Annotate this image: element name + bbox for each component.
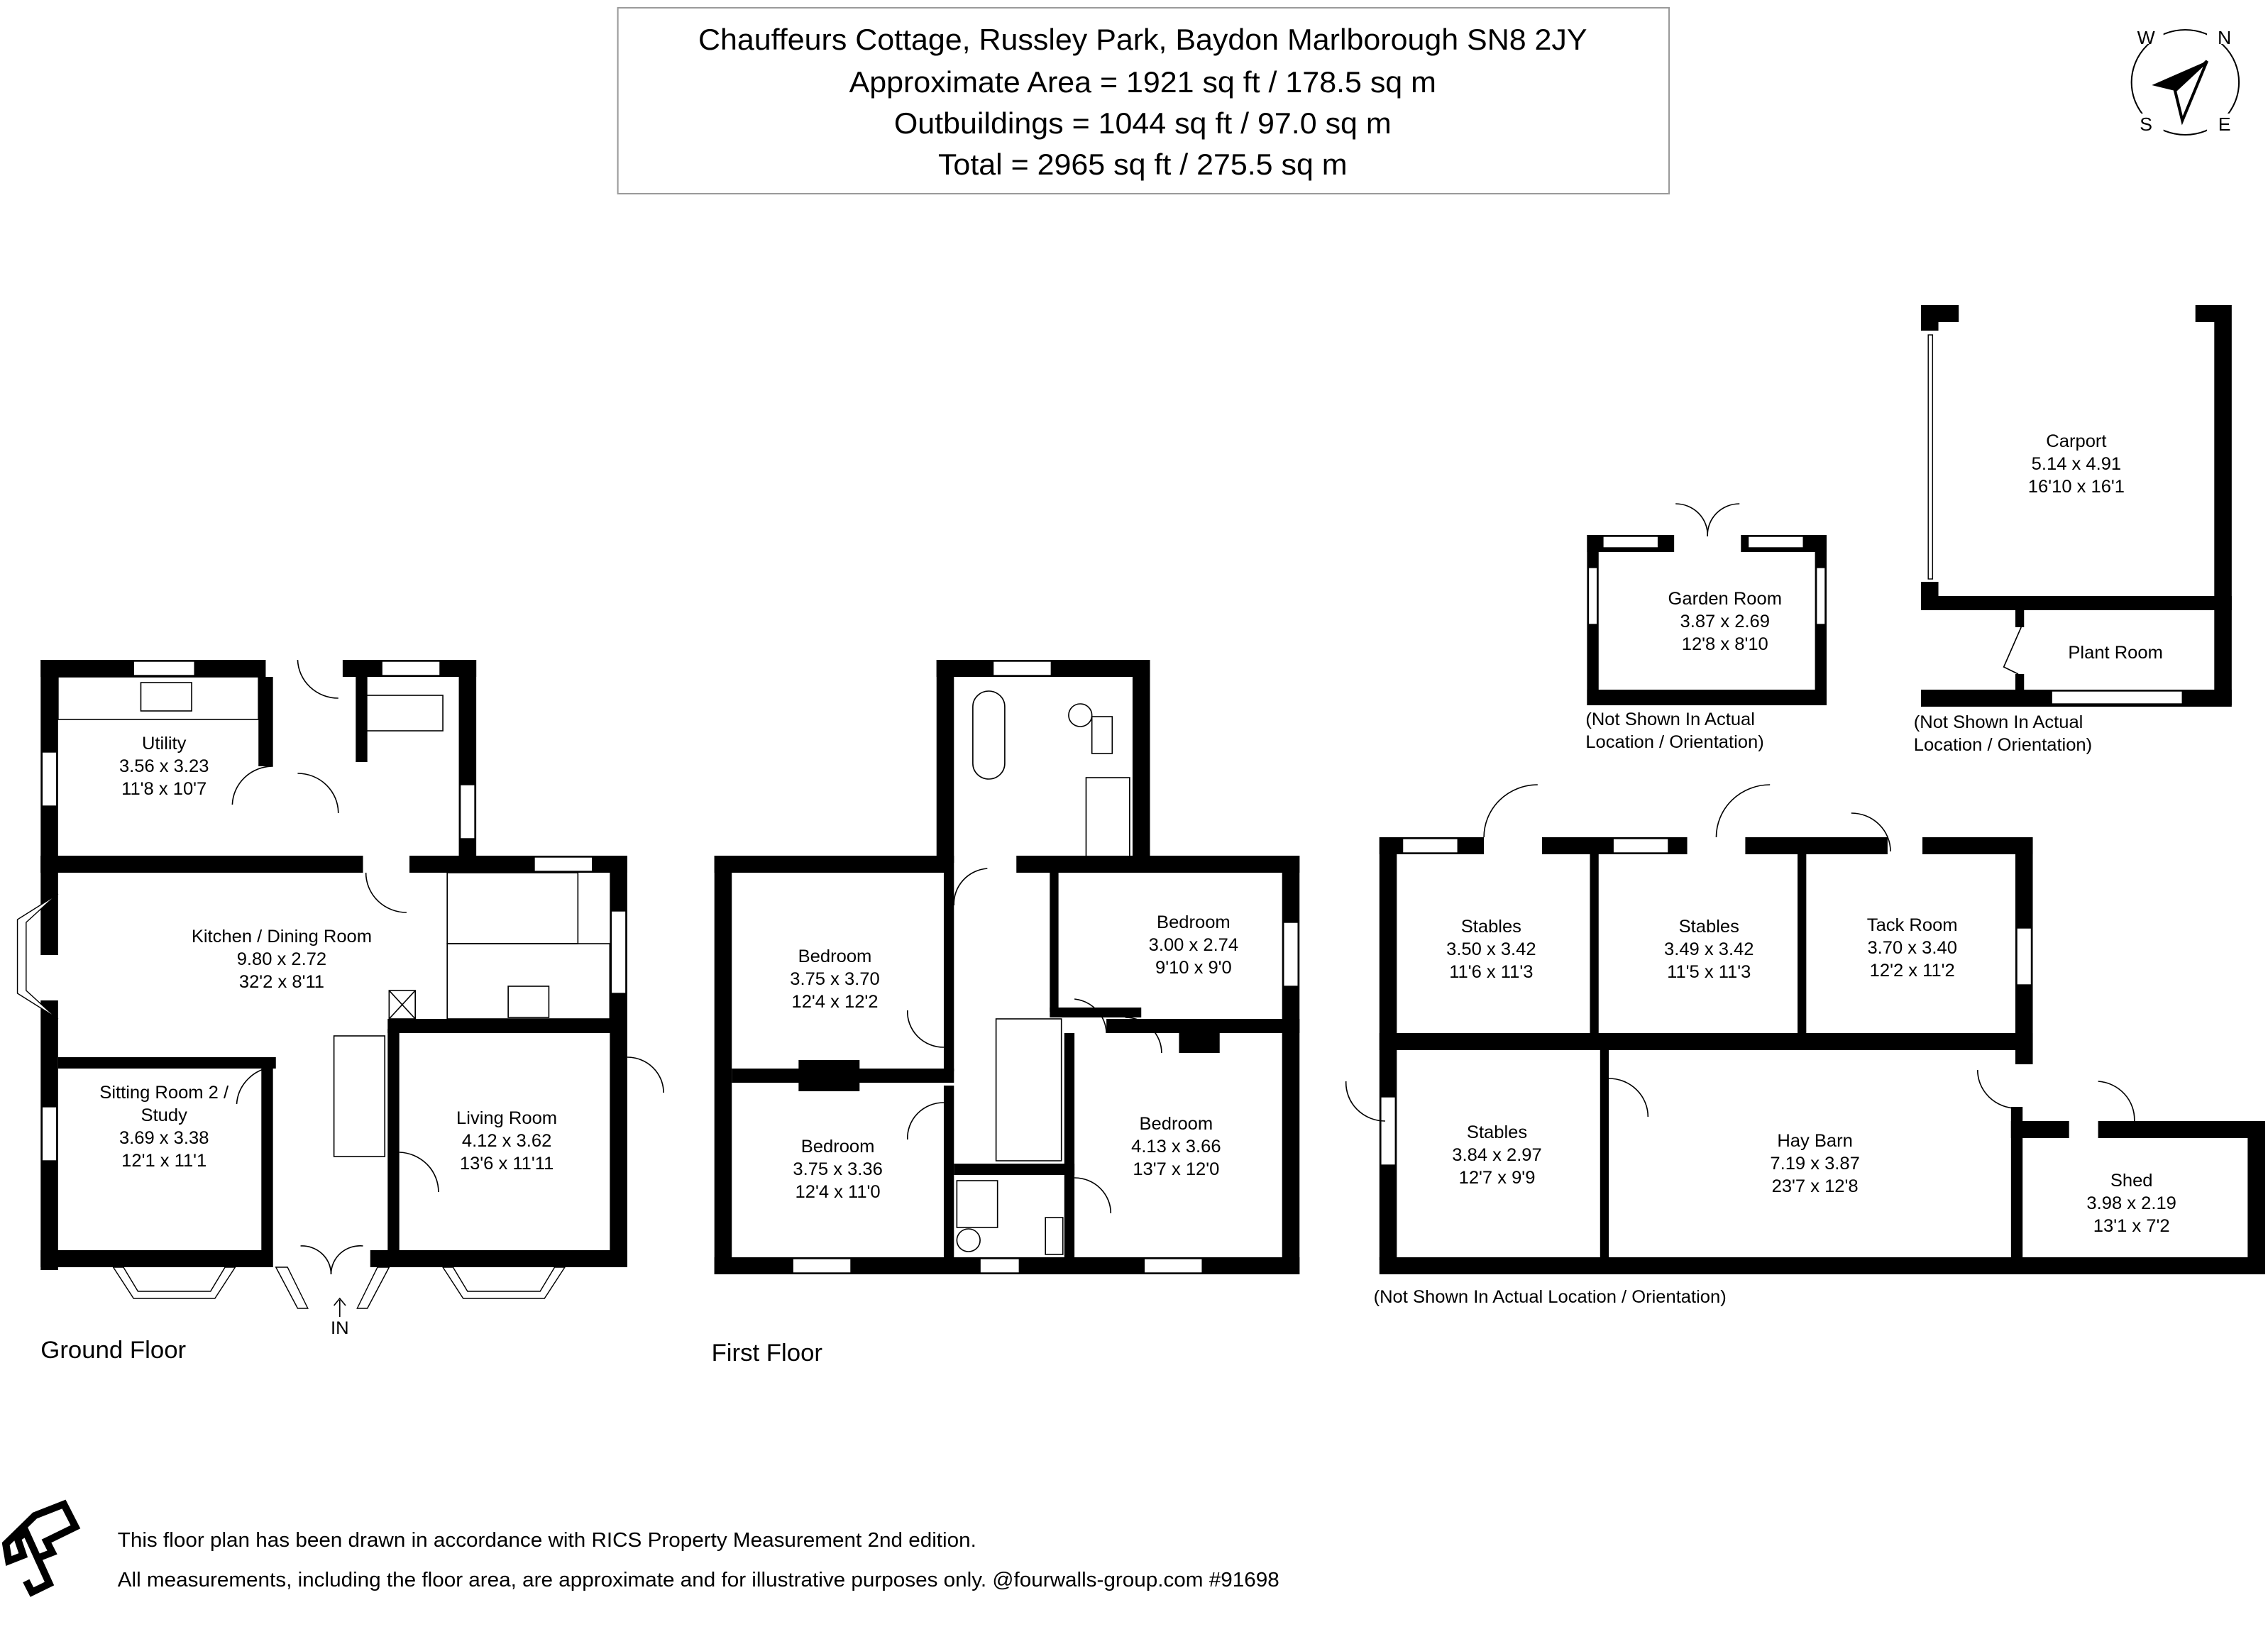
room-metric-bedroom-2: 3.00 x 2.74 — [1149, 935, 1238, 955]
room-metric-stables-2: 3.49 x 3.42 — [1664, 939, 1754, 959]
plant-room-note-1: (Not Shown In Actual — [1914, 712, 2083, 732]
room-imperial-stables-3: 12'7 x 9'9 — [1459, 1168, 1536, 1188]
stable-block-plan: Stables 3.50 x 3.42 11'6 x 11'3 Stables … — [1345, 784, 2265, 1307]
room-name-tack-room: Tack Room — [1867, 915, 1958, 935]
room-name-kitchen: Kitchen / Dining Room — [192, 927, 372, 947]
room-name-bedroom-1: Bedroom — [798, 947, 872, 966]
room-name-bedroom-3: Bedroom — [801, 1137, 875, 1157]
room-imperial-kitchen: 32'2 x 8'11 — [239, 972, 324, 992]
garden-room-note-2: Location / Orientation) — [1585, 732, 1763, 752]
room-metric-stables-3: 3.84 x 2.97 — [1452, 1145, 1541, 1165]
room-metric-garden-room: 3.87 x 2.69 — [1680, 612, 1770, 631]
stable-block-note: (Not Shown In Actual Location / Orientat… — [1374, 1287, 1727, 1307]
room-name-bedroom-4: Bedroom — [1139, 1114, 1213, 1134]
entrance-label: IN — [331, 1318, 349, 1338]
compass-s: S — [2140, 114, 2152, 135]
compass-icon: W N S E — [2130, 21, 2240, 139]
room-imperial-living-room: 13'6 x 11'11 — [460, 1154, 554, 1174]
room-imperial-bedroom-2: 9'10 x 9'0 — [1155, 958, 1232, 978]
room-metric-bedroom-3: 3.75 x 3.36 — [793, 1159, 882, 1179]
room-metric-hay-barn: 7.19 x 3.87 — [1770, 1154, 1859, 1174]
room-imperial-bedroom-1: 12'4 x 12'2 — [792, 992, 879, 1012]
outbuildings-area: Outbuildings = 1044 sq ft / 97.0 sq m — [894, 107, 1392, 140]
total-area: Total = 2965 sq ft / 275.5 sq m — [938, 148, 1348, 181]
room-name-carport: Carport — [2046, 431, 2106, 451]
room-metric-bedroom-1: 3.75 x 3.70 — [790, 969, 879, 989]
compass-w: W — [2137, 27, 2155, 48]
room-imperial-stables-1: 11'6 x 11'3 — [1449, 962, 1533, 982]
ground-floor-label: Ground Floor — [40, 1337, 186, 1364]
plant-room-note-2: Location / Orientation) — [1914, 735, 2092, 755]
room-imperial-sitting-room: 12'1 x 11'1 — [121, 1151, 207, 1171]
room-metric-bedroom-4: 4.13 x 3.66 — [1131, 1137, 1221, 1157]
room-metric-living-room: 4.12 x 3.62 — [462, 1131, 551, 1151]
room-metric-kitchen: 9.80 x 2.72 — [237, 949, 326, 969]
room-metric-tack-room: 3.70 x 3.40 — [1867, 938, 1956, 958]
first-floor-plan: Bedroom 3.75 x 3.70 12'4 x 12'2 Bedroom … — [712, 660, 1300, 1367]
carport-plant-room-plan: Carport 5.14 x 4.91 16'10 x 16'1 Plant R… — [1914, 305, 2232, 755]
room-name-plant-room: Plant Room — [2068, 643, 2163, 663]
compass-n: N — [2218, 27, 2231, 48]
room-name-living-room: Living Room — [456, 1108, 557, 1128]
room-imperial-tack-room: 12'2 x 11'2 — [1870, 961, 1955, 981]
room-metric-stables-1: 3.50 x 3.42 — [1446, 939, 1536, 959]
disclaimer-line-1: This floor plan has been drawn in accord… — [118, 1528, 976, 1552]
room-name-stables-3: Stables — [1467, 1122, 1527, 1142]
room-name-hay-barn: Hay Barn — [1777, 1131, 1853, 1151]
room-metric-utility: 3.56 x 3.23 — [119, 756, 209, 776]
room-imperial-shed: 13'1 x 7'2 — [2093, 1216, 2170, 1236]
room-name-study: Study — [141, 1105, 188, 1125]
room-imperial-bedroom-4: 13'7 x 12'0 — [1133, 1159, 1219, 1179]
room-imperial-bedroom-3: 12'4 x 11'0 — [796, 1182, 881, 1202]
entrance-arrow-icon — [333, 1297, 346, 1317]
disclaimer-line-2: All measurements, including the floor ar… — [118, 1568, 1279, 1591]
title-box: Chauffeurs Cottage, Russley Park, Baydon… — [617, 7, 1670, 194]
address-title: Chauffeurs Cottage, Russley Park, Baydon… — [698, 23, 1587, 56]
room-imperial-hay-barn: 23'7 x 12'8 — [1772, 1176, 1859, 1196]
room-name-bedroom-2: Bedroom — [1157, 912, 1231, 932]
room-name-stables-1: Stables — [1461, 917, 1521, 937]
room-name-sitting-room: Sitting Room 2 / — [99, 1083, 229, 1103]
room-metric-carport: 5.14 x 4.91 — [2032, 454, 2121, 474]
room-metric-shed: 3.98 x 2.19 — [2086, 1193, 2176, 1213]
first-floor-label: First Floor — [712, 1340, 822, 1367]
room-imperial-utility: 11'8 x 10'7 — [121, 779, 207, 799]
garden-room-plan: Garden Room 3.87 x 2.69 12'8 x 8'10 (Not… — [1585, 503, 1827, 752]
room-name-utility: Utility — [142, 734, 187, 754]
ground-floor-plan: Utility 3.56 x 3.23 11'8 x 10'7 Kitchen … — [16, 659, 664, 1364]
room-name-shed: Shed — [2110, 1171, 2153, 1191]
fourwalls-logo-icon — [1, 1499, 81, 1597]
room-metric-sitting-room: 3.69 x 3.38 — [119, 1128, 209, 1148]
room-imperial-carport: 16'10 x 16'1 — [2028, 477, 2125, 497]
approx-area: Approximate Area = 1921 sq ft / 178.5 sq… — [849, 66, 1436, 99]
room-name-garden-room: Garden Room — [1668, 589, 1782, 609]
room-imperial-garden-room: 12'8 x 8'10 — [1682, 634, 1768, 654]
garden-room-note-1: (Not Shown In Actual — [1585, 710, 1755, 729]
compass-e: E — [2218, 114, 2231, 135]
room-name-stables-2: Stables — [1679, 917, 1739, 937]
room-imperial-stables-2: 11'5 x 11'3 — [1667, 962, 1751, 982]
